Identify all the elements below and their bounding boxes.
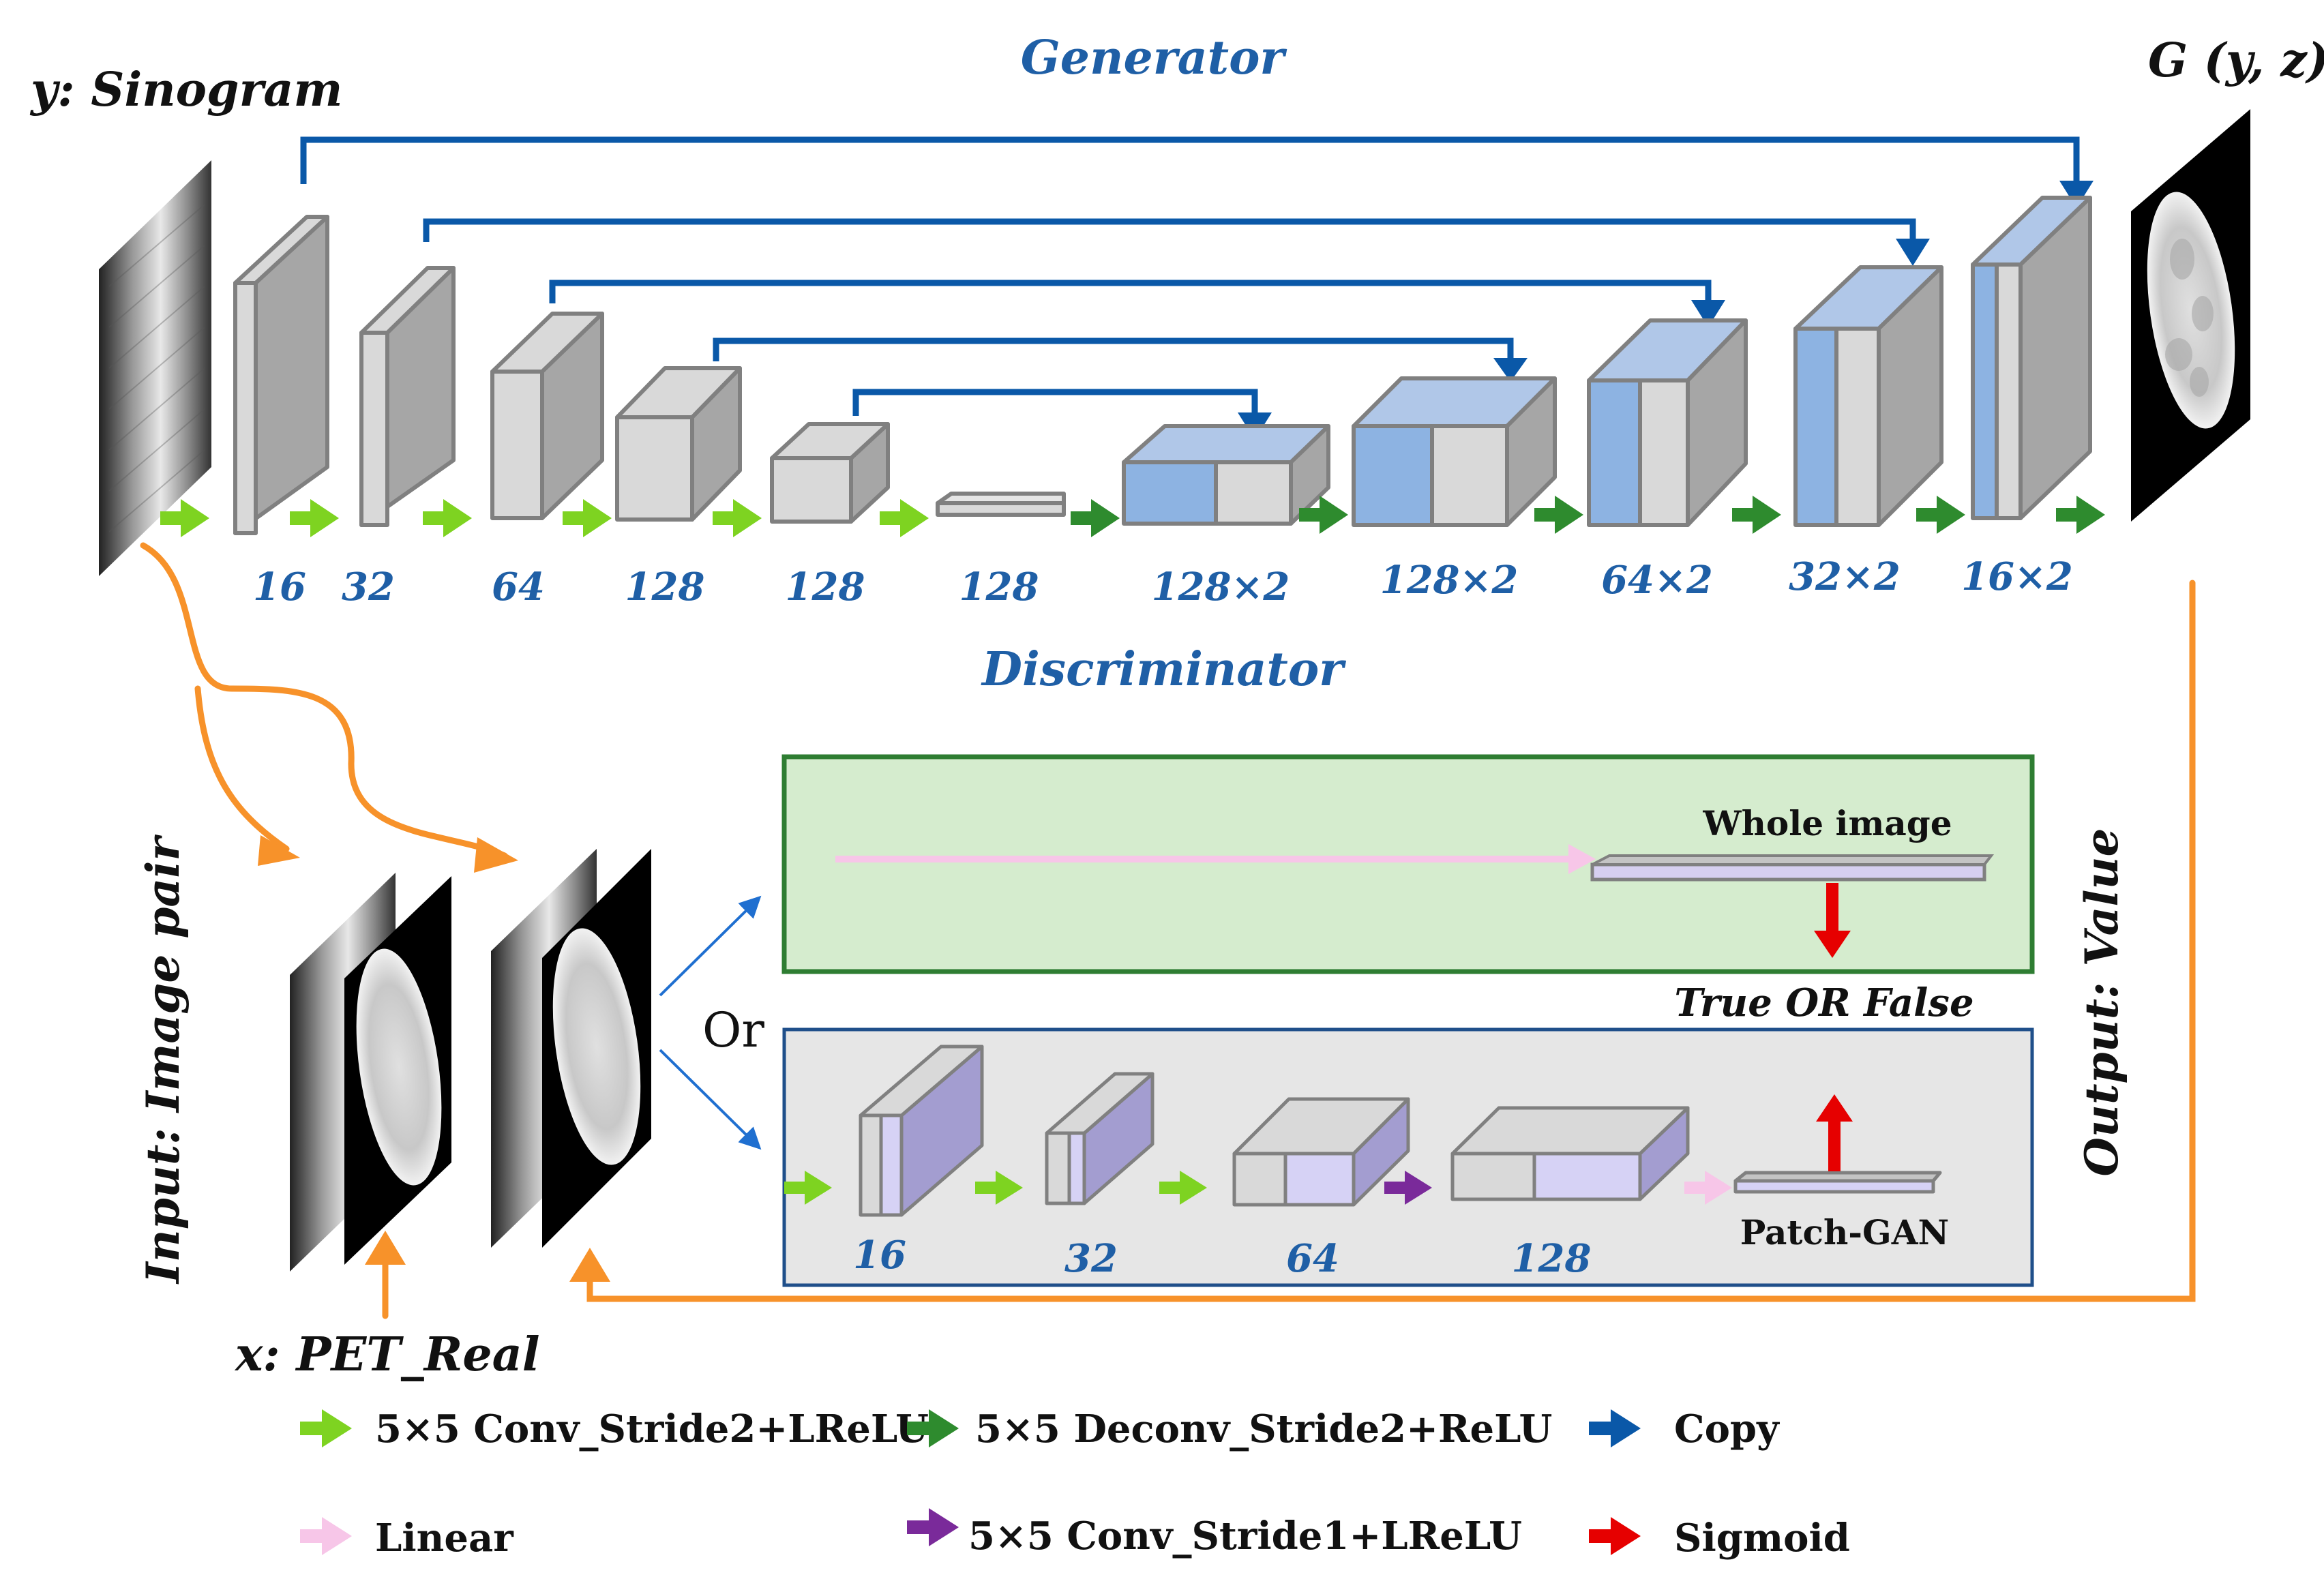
output-g-label: G (y, z): [2148, 33, 2324, 88]
gen-label: 64×2: [1601, 558, 1713, 603]
input-pair-label: Input: Image pair: [136, 835, 190, 1285]
image-pair-1: [290, 873, 451, 1272]
deconv-arrows: [1071, 496, 2105, 537]
true-false-label: True OR False: [1674, 980, 1973, 1025]
legend-conv-label: 5×5 Conv_Stride2+LReLU: [375, 1407, 929, 1452]
generator-blocks: [233, 196, 2092, 535]
legend-linear-arrow: [300, 1517, 352, 1555]
disc-label: 32: [1064, 1236, 1118, 1281]
dec-block-64x2: [1587, 318, 1748, 527]
gen-label: 128: [959, 565, 1039, 610]
image-pair-2: [491, 849, 651, 1248]
legend-conv1-arrow: [907, 1508, 959, 1546]
generated-pet-image: [2131, 109, 2250, 522]
legend-deconv-label: 5×5 Deconv_Stride2+ReLU: [975, 1407, 1552, 1452]
gen-label: 16: [253, 565, 306, 610]
branch-arrows: [659, 895, 762, 1150]
or-label: Or: [702, 1002, 764, 1058]
dec-block-128x2a: [1122, 424, 1330, 526]
gen-label: 16×2: [1961, 554, 2073, 599]
disc-label: 128: [1512, 1236, 1592, 1281]
legend-sigmoid-label: Sigmoid: [1674, 1516, 1850, 1561]
conv-arrows: [160, 499, 929, 537]
dec-block-32x2: [1793, 265, 1943, 527]
gen-label: 128: [786, 565, 865, 610]
bottleneck-block-128: [936, 492, 1066, 517]
gen-label: 64: [492, 565, 545, 610]
enc-block-64: [490, 312, 604, 520]
output-value-label: Output: Value: [2075, 828, 2128, 1177]
enc-block-128a: [615, 366, 742, 522]
disc-label: 64: [1286, 1236, 1339, 1281]
input-y-label: y: Sinogram: [29, 63, 342, 117]
patch-gan-panel: Patch-GAN 16 32 64 128: [782, 1027, 2034, 1287]
discriminator-title: Discriminator: [981, 642, 1346, 697]
legend-copy-arrow: [1589, 1409, 1641, 1447]
generator-size-labels: 16 32 64 128 128 128 128×2 128×2 64×2 32…: [253, 554, 2073, 610]
whole-image-panel: Whole image: [781, 754, 2035, 974]
dec-block-16x2: [1971, 196, 2092, 520]
gen-label: 128: [625, 565, 705, 610]
patch-gan-label: Patch-GAN: [1740, 1212, 1950, 1252]
generator-title: Generator: [1021, 31, 1287, 85]
legend-deconv-arrow: [907, 1409, 959, 1447]
dec-block-128x2b: [1352, 376, 1557, 527]
input-x-label: x: PET_Real: [234, 1327, 540, 1382]
legend-copy-label: Copy: [1674, 1407, 1780, 1452]
gen-label: 128×2: [1380, 558, 1519, 603]
legend-sigmoid-arrow: [1589, 1517, 1641, 1555]
disc-label: 16: [853, 1233, 906, 1278]
gen-label: 32×2: [1789, 554, 1901, 599]
sinogram-image: [99, 160, 211, 576]
copy-connections: [300, 136, 2080, 416]
legend-linear-label: Linear: [375, 1516, 514, 1561]
enc-block-128b: [770, 422, 890, 524]
enc-block-16: [233, 215, 329, 535]
gen-label: 32: [342, 565, 395, 610]
legend: 5×5 Conv_Stride2+LReLU 5×5 Deconv_Stride…: [300, 1407, 1850, 1561]
legend-conv-arrow: [300, 1409, 352, 1447]
gen-label: 128×2: [1152, 565, 1290, 610]
orange-flow: [140, 542, 2196, 1319]
legend-conv1-label: 5×5 Conv_Stride1+LReLU: [968, 1514, 1522, 1559]
orange-arrowheads: [258, 835, 610, 1282]
whole-image-label: Whole image: [1702, 803, 1952, 843]
enc-block-32: [359, 266, 456, 527]
